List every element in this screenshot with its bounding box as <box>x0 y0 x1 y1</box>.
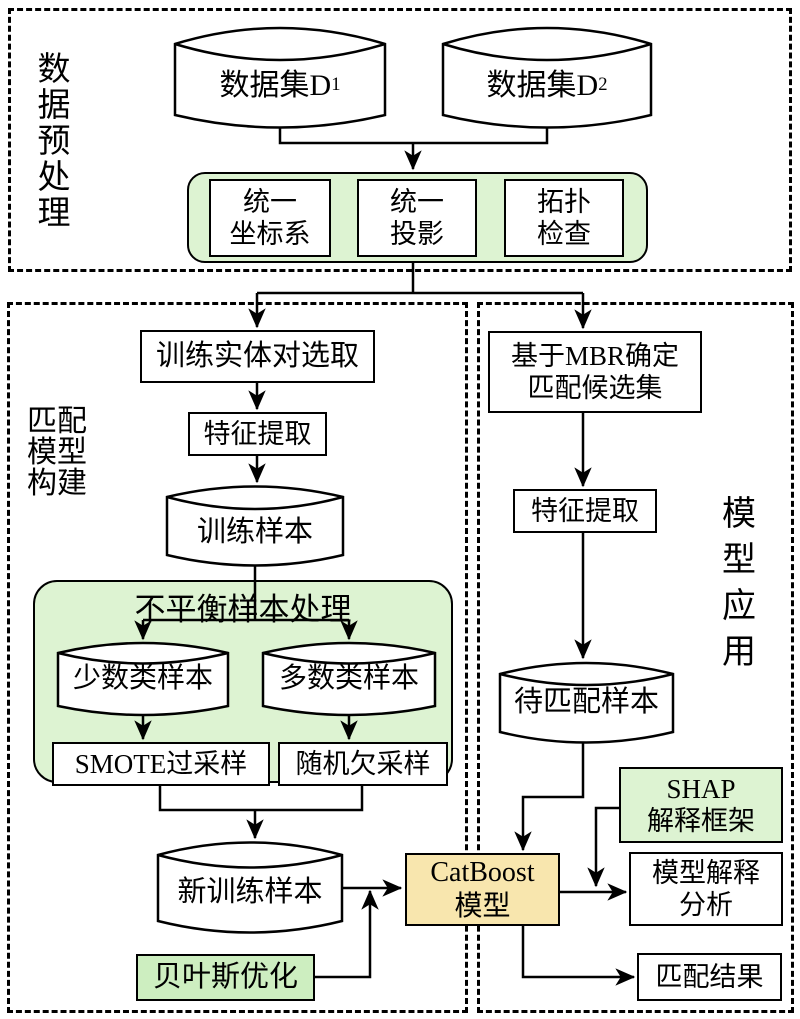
box-select-training-pairs: 训练实体对选取 <box>140 330 375 383</box>
cylinder-majority-label: 多数类样本 <box>278 662 419 694</box>
box-label-line: 统一 <box>390 186 444 217</box>
cylinder-new-train-label: 新训练样本 <box>177 876 323 909</box>
box-label-line: 模型 <box>454 890 511 922</box>
box-smote-oversample: SMOTE过采样 <box>52 742 270 786</box>
box-catboost-model: CatBoost 模型 <box>405 853 560 926</box>
dataset1-text: 数据集D <box>219 68 332 102</box>
box-label-line: 解释框架 <box>647 806 755 836</box>
box-label-line: SHAP <box>666 773 736 804</box>
dataset2-sup: 2 <box>598 73 608 95</box>
box-label-line: 基于MBR确定 <box>510 340 680 371</box>
box-feature-extraction-right: 特征提取 <box>513 489 657 533</box>
box-shap-framework: SHAP 解释框架 <box>619 767 783 843</box>
imbalance-group-title: 不平衡样本处理 <box>134 592 352 627</box>
panel-preprocess <box>8 8 792 272</box>
box-label-line: 拓扑 <box>537 186 591 217</box>
box-model-explain-analysis: 模型解释 分析 <box>629 852 783 926</box>
cylinder-to-match-label: 待匹配样本 <box>513 686 659 719</box>
box-label-line: 分析 <box>679 890 733 920</box>
box-label-line: 匹配候选集 <box>527 373 663 403</box>
box-unify-projection: 统一 投影 <box>357 179 477 257</box>
section-label-model-build: 匹配模型构建 <box>27 405 87 500</box>
section-label-preprocess: 数据预处理 <box>37 52 71 232</box>
box-random-undersample: 随机欠采样 <box>278 742 448 786</box>
dataset1-sup: 1 <box>331 73 341 95</box>
cylinder-minority-label: 少数类样本 <box>72 662 213 694</box>
box-topology-check: 拓扑 检查 <box>504 179 624 257</box>
box-bayesian-optimization: 贝叶斯优化 <box>136 954 315 1001</box>
box-mbr-candidates: 基于MBR确定 匹配候选集 <box>488 331 702 413</box>
box-label-line: 统一 <box>243 186 297 217</box>
section-label-model-apply: 模型应用 <box>722 496 756 671</box>
box-label-line: 检查 <box>537 219 591 249</box>
box-label-line: 模型解释 <box>652 857 760 888</box>
box-label-line: 坐标系 <box>229 219 311 249</box>
cylinder-train-samples-label: 训练样本 <box>196 516 313 549</box>
dataset2-text: 数据集D <box>486 68 599 102</box>
panel-model-apply <box>477 302 794 1013</box>
box-label-line: 投影 <box>390 219 444 249</box>
box-match-result: 匹配结果 <box>637 953 782 1001</box>
box-unify-coordinates: 统一 坐标系 <box>209 179 331 257</box>
box-feature-extraction-left: 特征提取 <box>188 412 327 456</box>
panel-model-build <box>7 302 468 1013</box>
box-label-line: CatBoost <box>430 856 535 888</box>
